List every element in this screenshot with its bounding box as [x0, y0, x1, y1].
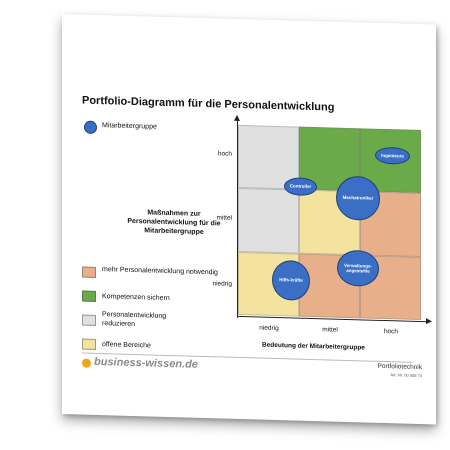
- legend-label-secure-competencies: Kompetenzen sichern: [102, 293, 170, 303]
- matrix-cell: [238, 188, 299, 254]
- bubble-verwaltungsangestellte: Verwaltungs-angestellte: [337, 249, 379, 287]
- y-tick-medium: mittel: [216, 214, 232, 222]
- bubble-mechatroniker: Mechatroniker: [336, 175, 380, 221]
- bubble-hilfskraefte: Hilfs-kräfte: [272, 259, 310, 301]
- brand-name: business-wissen.de: [94, 355, 198, 371]
- x-tick-medium: mittel: [322, 326, 338, 334]
- legend-swatch-open-areas: [82, 338, 96, 350]
- footer-article-number: Art.-Nr. 00 058 74: [390, 372, 422, 379]
- x-tick-high: hoch: [383, 327, 399, 336]
- bubble-controller: Controller: [284, 177, 317, 197]
- document-sheet: Portfolio-Diagramm für die Personalentwi…: [62, 14, 436, 425]
- legend-label-more-development: mehr Personalentwicklung notwendig: [102, 266, 218, 277]
- document-title: Portfolio-Diagramm für die Personalentwi…: [82, 94, 335, 114]
- bubble-legend-marker: [84, 120, 97, 134]
- legend-swatch-secure-competencies: [82, 290, 96, 302]
- y-axis: [237, 118, 238, 318]
- legend-label-reduce-development: Personalentwicklung reduzieren: [102, 311, 167, 328]
- x-axis-title: Bedeutung der Mitarbeitergruppe: [262, 341, 365, 352]
- x-axis-arrow: [426, 318, 432, 325]
- y-axis-arrow: [234, 114, 240, 121]
- measures-title: Maßnahmen zur Personalentwicklung für di…: [127, 209, 221, 236]
- brand-logo-dot: [82, 358, 91, 368]
- bubble-legend-label: Mitarbeitergruppe: [102, 122, 157, 131]
- portfolio-matrix: Ingenieure Controller Mechatroniker Verw…: [238, 124, 421, 321]
- footer-document-name: Portfoliotechnik: [377, 362, 422, 372]
- y-tick-high: hoch: [217, 150, 232, 158]
- y-tick-low: niedrig: [212, 280, 232, 288]
- legend-swatch-more-development: [82, 266, 96, 278]
- legend-label-open-areas: offene Bereiche: [102, 341, 151, 350]
- x-tick-low: niedrig: [259, 324, 279, 333]
- legend-swatch-reduce-development: [82, 314, 96, 326]
